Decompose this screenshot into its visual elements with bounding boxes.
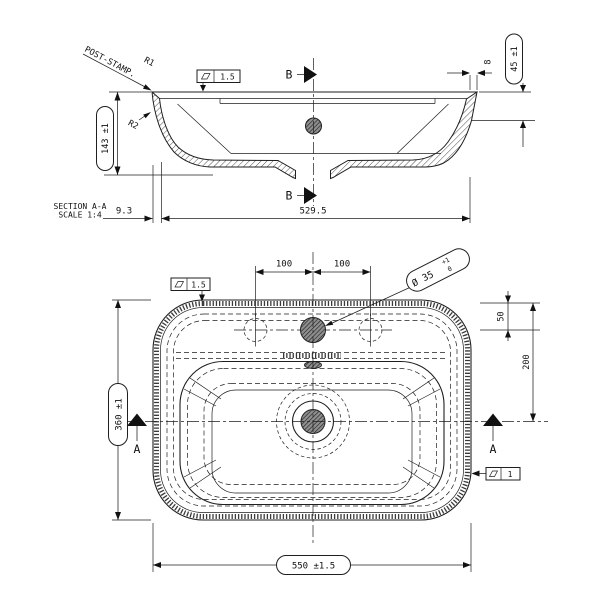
flatness-value: 1.5	[220, 73, 235, 82]
dim-overall-depth-text: 360 ±1	[115, 398, 125, 431]
section-title: SECTION A-A SCALE 1:4	[54, 202, 107, 220]
basin-slope-left	[177, 103, 232, 154]
cut-label-b-bottom: B	[286, 189, 293, 203]
dim-rim-to-faucet-text: 50	[497, 311, 507, 321]
cut-arrow-a-right: A	[483, 413, 503, 456]
dim-rim-to-faucet: 50	[480, 291, 540, 341]
flatness-callout-section: 1.5	[196, 69, 241, 92]
dim-hole-pitch: 100 100	[255, 260, 371, 316]
cut-arrow-b-top: B	[286, 66, 317, 83]
radius-label-r1: R1	[142, 55, 156, 69]
dim-hole-diameter: Ø 35 +1 0	[325, 248, 470, 326]
dim-hole-pitch-right-text: 100	[334, 260, 350, 270]
cut-label-a-left: A	[134, 442, 141, 456]
cut-label-a-right: A	[490, 442, 497, 456]
dim-rim-to-drain: 200	[522, 303, 536, 422]
section-arrow-icon	[304, 66, 317, 83]
section-shell-left	[151, 90, 296, 180]
section-arrow-icon	[304, 187, 317, 204]
dim-overall-width: 550 ±1.5	[152, 523, 472, 575]
basin-bottom-outline	[211, 389, 413, 494]
section-title-line2: SCALE 1:4	[58, 211, 102, 220]
dim-overall-length-text: 529.5	[299, 207, 326, 217]
section-view: B B 1.5 POST-STAMP. R1	[54, 33, 535, 223]
rim-outer-outline	[152, 299, 472, 521]
dim-rim-height-text: 45 ±1	[510, 46, 520, 72]
dim-wall-thickness: 8	[447, 59, 494, 90]
flatness-top-value: 1.5	[191, 281, 206, 290]
cut-arrow-b-bottom: B	[286, 187, 317, 204]
section-shell-right	[330, 90, 478, 180]
flatness-bottom-value: 1	[508, 470, 513, 479]
dim-total-height: 143 ±1	[96, 91, 213, 176]
basin-corner-lines	[183, 377, 441, 489]
dim-rim-height: 45 ±1	[471, 33, 535, 147]
section-arrow-icon	[483, 413, 503, 426]
rim-inner-outline	[160, 307, 464, 513]
flatness-symbol-icon	[174, 281, 185, 288]
note-label: POST-STAMP.	[83, 45, 137, 80]
faucet-hole-left-optional	[243, 318, 268, 342]
dim-rim-to-drain-text: 200	[522, 354, 532, 369]
dim-overall-depth: 360 ±1	[108, 299, 151, 521]
basin-slope-right	[396, 103, 449, 154]
basin-hidden-edge-1	[187, 368, 437, 498]
rim-stipple-band	[154, 301, 470, 519]
dim-overall-width-text: 550 ±1.5	[292, 562, 335, 572]
post-stamp-note: POST-STAMP. R1	[83, 45, 156, 91]
dim-total-height-text: 143 ±1	[101, 123, 111, 154]
radius-callout-r2: R2	[126, 112, 151, 132]
plan-view: A A 1.5 1	[108, 248, 548, 575]
cut-label-b-top: B	[286, 68, 293, 82]
faucet-hole-right-optional	[358, 318, 383, 342]
section-arrow-icon	[127, 413, 147, 426]
flatness-symbol-icon	[200, 73, 211, 80]
dim-hole-pitch-left-text: 100	[276, 260, 292, 270]
radius-label-r2: R2	[126, 118, 140, 132]
flatness-callout-plan-bottom: 1	[471, 467, 521, 481]
basin-outer-outline	[179, 360, 445, 506]
flatness-symbol-icon	[488, 470, 499, 477]
cut-arrow-a-left: A	[127, 413, 147, 456]
dim-hole-tol-upper-text: +1	[440, 256, 451, 267]
dim-wall-thickness-text: 8	[484, 59, 494, 64]
flatness-callout-plan-top: 1.5	[170, 277, 211, 302]
section-title-line1: SECTION A-A	[54, 202, 107, 211]
rim-hidden-edge-1	[166, 313, 458, 507]
dim-hole-tol-lower-text: 0	[446, 265, 453, 274]
dim-bottom-chain: 9.3 529.5	[103, 162, 471, 223]
dim-left-offset-text: 9.3	[116, 207, 132, 217]
basin-hidden-edge-2	[203, 383, 421, 485]
